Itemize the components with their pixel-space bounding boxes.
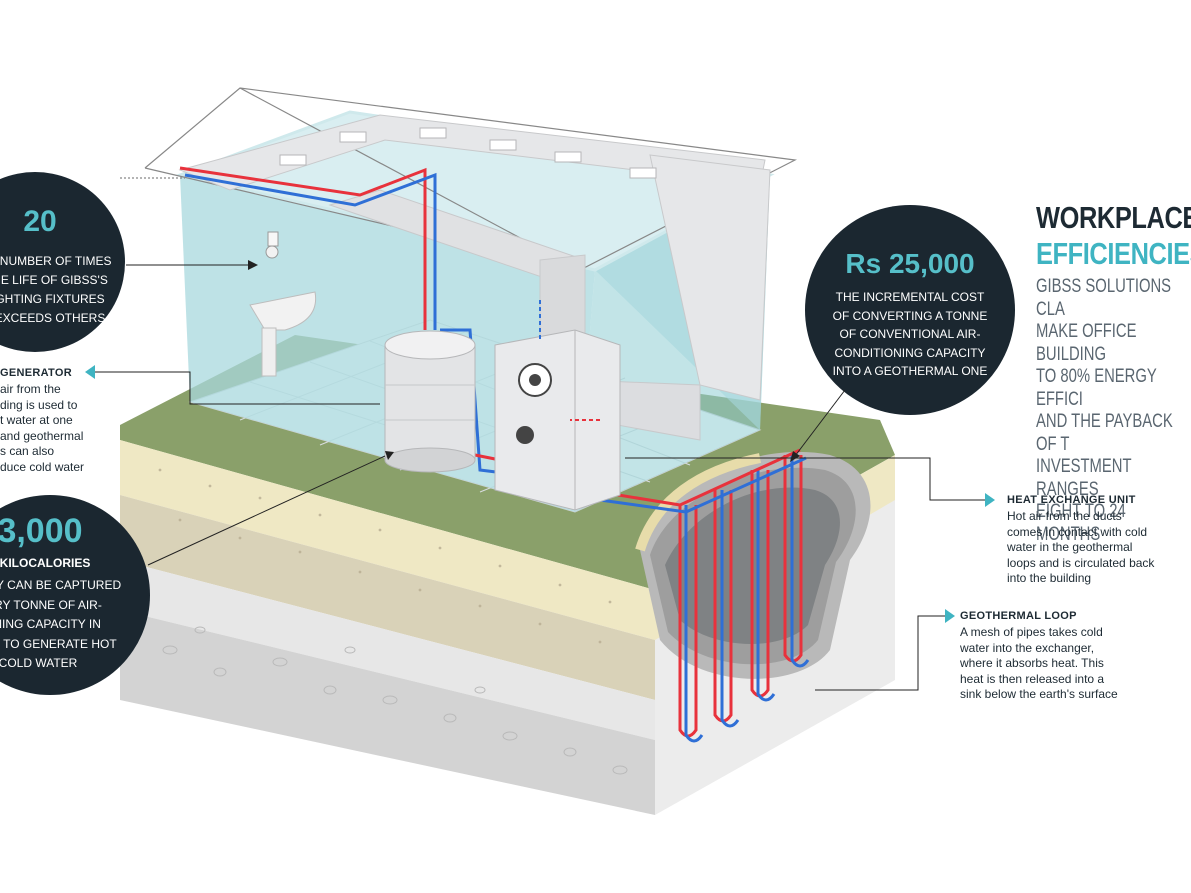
title-line-1: WORKPLACE <box>1036 200 1191 235</box>
generator-tank <box>384 330 476 473</box>
arrowheads <box>248 260 800 462</box>
sink <box>249 231 317 377</box>
heat-exchange-text: Hot air from the ducts comes in contact … <box>1007 509 1155 585</box>
energy-stat-text: ERGY CAN BE CAPTURED EVERY TONNE OF AIR-… <box>0 578 122 670</box>
geothermal-loops <box>599 448 810 743</box>
geothermal-loop-heading: GEOTHERMAL LOOP <box>960 610 1077 622</box>
intro-text: GIBSS SOLUTIONS CLA MAKE OFFICE BUILDING… <box>1036 276 1173 545</box>
lighting-stat-text: E NUMBER OF TIMES HE LIFE OF GIBSS'S GHT… <box>0 254 112 325</box>
generator-heading: GENERATOR <box>0 367 72 379</box>
cost-stat-circle <box>805 205 1015 415</box>
callout-lines <box>95 264 985 691</box>
heat-exchange-unit <box>494 300 621 511</box>
energy-stat-value: 3,000 <box>0 512 83 550</box>
generator-text: air from the ding is used to t water at … <box>0 382 85 474</box>
energy-stat-unit: KILOCALORIES <box>0 556 91 570</box>
cost-stat-value: Rs 25,000 <box>845 248 975 279</box>
title-line-2: EFFICIENCIES <box>1036 236 1191 271</box>
heat-exchange-heading: HEAT EXCHANGE UNIT <box>1007 494 1136 506</box>
lighting-stat-value: 20 <box>23 205 57 238</box>
energy-stat-circle <box>0 495 150 695</box>
geothermal-loop-text: A mesh of pipes takes cold water into th… <box>960 625 1118 701</box>
teal-markers <box>85 365 995 623</box>
cost-stat-text: THE INCREMENTAL COST OF CONVERTING A TON… <box>832 290 988 378</box>
lighting-stat-circle <box>0 172 125 352</box>
